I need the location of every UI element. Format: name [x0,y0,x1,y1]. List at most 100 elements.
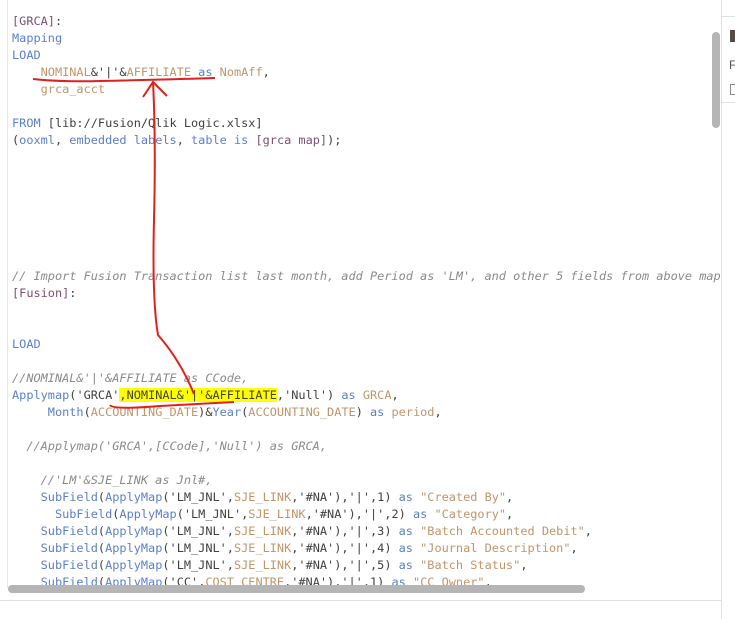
panel-label: F [729,58,735,72]
text-token: , [54,133,70,147]
text-token: , [262,65,270,79]
keyword-token: as [398,524,413,538]
text-token [12,439,26,453]
text-token: ,'#NA'),'|',1) [291,490,399,504]
code-line[interactable]: [GRCA]: [12,13,721,30]
field-token: AFFILIATE [126,65,191,79]
keyword-token: SubField [40,541,98,555]
comment-token: //NOMINAL&'|'&AFFILIATE as CCode, [12,371,249,385]
code-line[interactable] [12,251,721,268]
text-token: ( [12,133,20,147]
field-token: "Journal Description" [420,541,571,555]
text-token: &'|'& [90,65,127,79]
text-token: , [484,575,492,589]
code-line[interactable]: //Applymap('GRCA',[CCode],'Null') as GRC… [12,438,721,455]
keyword-token: as [412,507,428,521]
text-token: ('GRCA' [69,388,120,402]
text-token [213,65,220,79]
code-line[interactable] [12,302,721,319]
code-line[interactable]: (ooxml, embedded labels, table is [grca … [12,132,721,149]
text-token: ) [355,405,371,419]
text-token: , [520,558,528,572]
code-line[interactable] [12,217,721,234]
code-line[interactable]: Mapping [12,30,721,47]
code-line[interactable]: Applymap('GRCA',NOMINAL&'|'&AFFILIATE,'N… [12,387,721,404]
code-line[interactable]: // Import Fusion Transaction list last m… [12,268,721,285]
field-token: "Created By" [420,490,507,504]
highlighted-token: ,NOMINAL&'|'&AFFILIATE [119,388,277,402]
code-line[interactable] [12,98,721,115]
code-line[interactable]: SubField(ApplyMap('LM_JNL',SJE_LINK,'#NA… [12,540,721,557]
keyword-token: ApplyMap [105,558,163,572]
text-token: , [434,405,442,419]
text-token: ( [241,405,249,419]
keyword-token: as [398,490,413,504]
field-token: "Batch Status" [420,558,521,572]
code-line[interactable] [12,319,721,336]
keyword-token: SubField [40,558,98,572]
panel-marker [730,30,735,42]
text-token: , [391,388,399,402]
code-line[interactable]: SubField(ApplyMap('LM_JNL',SJE_LINK,'#NA… [12,523,721,540]
label-token: [grca map] [255,133,328,147]
keyword-token: table is [191,133,249,147]
code-line[interactable] [12,166,721,183]
document-icon[interactable] [730,84,735,95]
text-token [12,524,41,538]
code-line[interactable]: LOAD [12,47,721,64]
keyword-token: ooxml [19,133,55,147]
keyword-token: as [341,388,356,402]
text-token [356,388,363,402]
keyword-token: as [198,65,213,79]
keyword-token: LOAD [12,337,41,351]
keyword-token: as [398,558,413,572]
code-line[interactable] [12,183,721,200]
text-token: ('LM_JNL', [162,541,234,555]
code-line[interactable] [12,200,721,217]
field-token: period [391,405,435,419]
text-token [12,541,41,555]
text-token: ( [83,405,91,419]
code-line[interactable]: SubField(ApplyMap('LM_JNL',SJE_LINK,'#NA… [12,506,721,523]
code-line[interactable] [12,421,721,438]
text-token [12,82,41,96]
code-line[interactable]: //NOMINAL&'|'&AFFILIATE as CCode, [12,370,721,387]
text-token [12,558,41,572]
code-line[interactable]: [Fusion]: [12,285,721,302]
code-line[interactable] [12,353,721,370]
keyword-token: Mapping [12,31,63,45]
keyword-token: Month [47,405,84,419]
text-token: , [570,541,578,555]
text-token [12,473,41,487]
code-line[interactable]: SubField(ApplyMap('LM_JNL',SJE_LINK,'#NA… [12,557,721,574]
code-line[interactable]: NOMINAL&'|'&AFFILIATE as NomAff, [12,64,721,81]
code-line[interactable]: //'LM'&SJE_LINK as Jnl#, [12,472,721,489]
field-token: SJE_LINK [233,524,292,538]
code-line[interactable] [12,455,721,472]
keyword-token: as [370,405,385,419]
text-token: ,'#NA'),'|',4) [291,541,399,555]
field-token: GRCA [362,388,392,402]
text-token: , [506,507,514,521]
text-token: [lib://Fusion/Qlik Logic.xlsx] [40,116,263,130]
text-token: ,'#NA'),'|',5) [291,558,399,572]
code-line[interactable]: SubField(ApplyMap('LM_JNL',SJE_LINK,'#NA… [12,489,721,506]
keyword-token: ApplyMap [105,524,163,538]
text-token: ( [97,575,106,589]
code-line[interactable] [12,149,721,166]
code-line[interactable]: LOAD [12,336,721,353]
vertical-scrollbar[interactable] [712,32,720,128]
text-token: ( [97,490,106,504]
code-line[interactable]: Month(ACCOUNTING_DATE)&Year(ACCOUNTING_D… [12,404,721,421]
text-token: : [54,14,63,28]
code-line[interactable]: FROM [lib://Fusion/Qlik Logic.xlsx] [12,115,721,132]
field-token: grca_acct [40,82,106,96]
code-line[interactable]: grca_acct [12,81,721,98]
keyword-token: as [398,541,413,555]
text-token: ('LM_JNL', [162,524,234,538]
horizontal-scrollbar[interactable] [8,585,585,593]
field-token: "Batch Accounted Debit" [420,524,585,538]
code-line[interactable] [12,234,721,251]
